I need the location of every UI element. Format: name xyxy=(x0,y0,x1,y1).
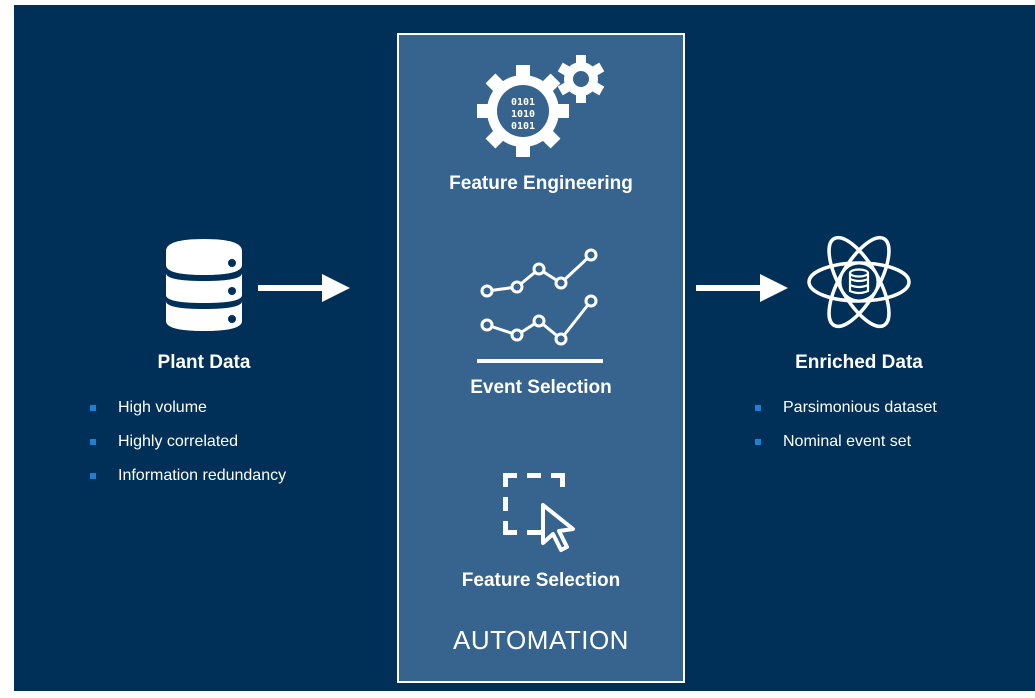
list-item: High volume xyxy=(90,397,286,431)
enriched-data-title: Enriched Data xyxy=(795,352,923,373)
bullet-square-icon xyxy=(90,439,96,445)
svg-text:0101: 0101 xyxy=(511,121,535,132)
arrow-right-icon xyxy=(258,274,350,302)
enriched-data-bullets: Parsimonious dataset Nominal event set xyxy=(755,397,937,465)
bullet-square-icon xyxy=(90,473,96,479)
list-item: Parsimonious dataset xyxy=(755,397,937,431)
bullet-square-icon xyxy=(90,405,96,411)
atom-database-icon xyxy=(807,235,911,329)
arrow-right-icon xyxy=(696,274,788,302)
svg-text:1010: 1010 xyxy=(511,109,535,120)
feature-selection-label: Feature Selection xyxy=(461,570,621,591)
line-chart-icon xyxy=(477,248,603,363)
database-icon xyxy=(166,239,242,331)
plant-data-bullets: High volume Highly correlated Informatio… xyxy=(90,397,286,499)
list-item: Information redundancy xyxy=(90,465,286,499)
list-item: Highly correlated xyxy=(90,431,286,465)
selection-cursor-icon xyxy=(503,473,575,552)
event-selection-label: Event Selection xyxy=(470,377,612,398)
plant-data-title: Plant Data xyxy=(157,352,251,373)
bullet-square-icon xyxy=(755,439,761,445)
automation-panel: 0101 1010 0101 Feature Engineering xyxy=(397,33,685,683)
list-item: Nominal event set xyxy=(755,431,937,465)
gears-binary-icon: 0101 1010 0101 xyxy=(477,55,605,157)
diagram-canvas: Plant Data High volume Highly correlated… xyxy=(14,5,1035,691)
svg-text:0101: 0101 xyxy=(511,97,535,108)
bullet-square-icon xyxy=(755,405,761,411)
feature-engineering-label: Feature Engineering xyxy=(449,173,633,194)
automation-label: AUTOMATION xyxy=(453,625,629,655)
